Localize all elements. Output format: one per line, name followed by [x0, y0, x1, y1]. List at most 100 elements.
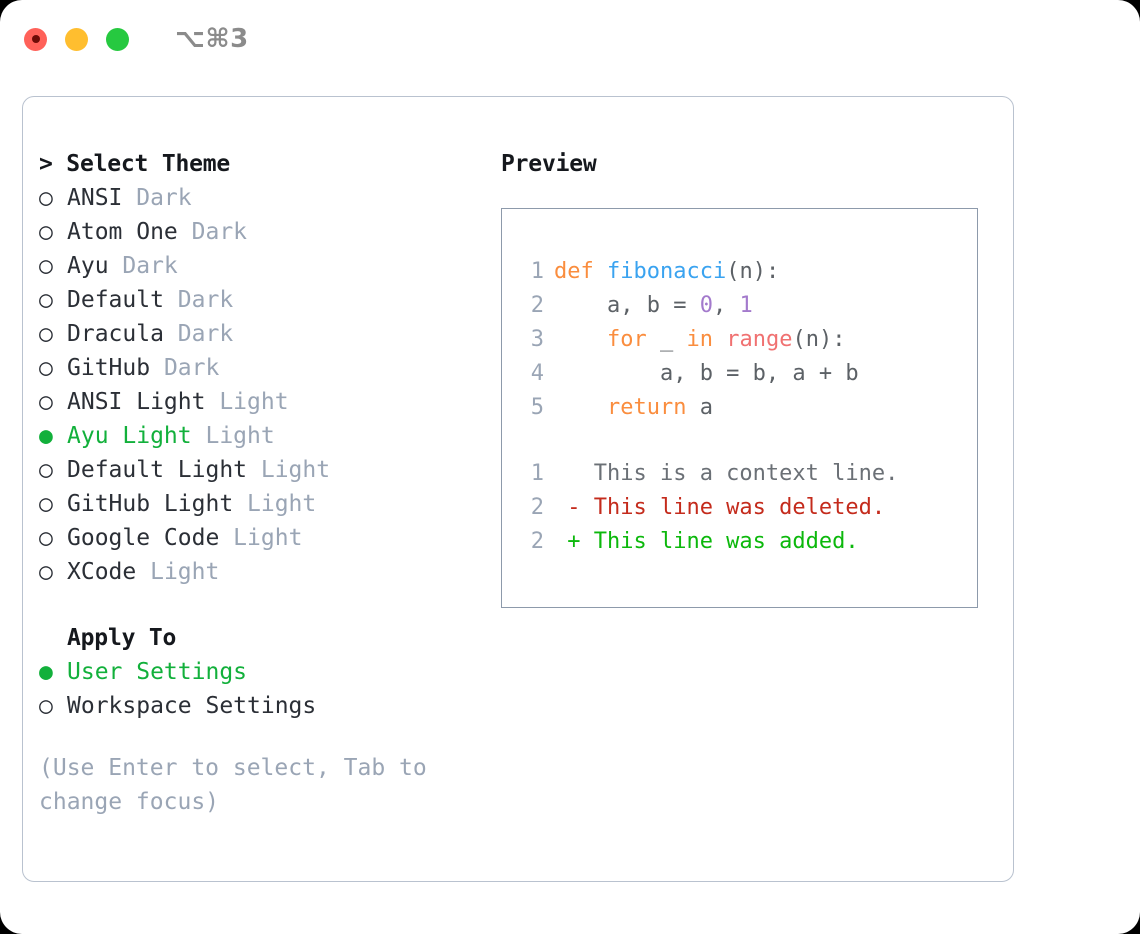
theme-option-label: Dracula: [67, 321, 164, 347]
code-token-number: 0: [699, 293, 713, 318]
theme-option-atom-one[interactable]: ○ Atom One Dark: [39, 215, 479, 249]
code-line: 2 a, b = 0, 1: [520, 289, 977, 323]
maximize-button[interactable]: [106, 27, 129, 51]
theme-option-variant: Dark: [122, 185, 192, 211]
line-number: 2: [530, 495, 544, 520]
theme-picker-dialog: > Select Theme ○ANSI Dark○Atom One Dark○…: [22, 96, 1014, 882]
theme-option-label: Google Code: [67, 525, 220, 551]
diff-line-text: + This line was added.: [554, 529, 859, 554]
code-token-plain: _: [646, 327, 687, 352]
code-token-builtin: range: [726, 327, 793, 352]
radio-unselected-icon: ○: [39, 559, 53, 585]
code-token-keyword: def: [554, 259, 607, 284]
theme-option-default[interactable]: ○Default Dark: [39, 283, 479, 317]
apply-to-option-label: Workspace Settings: [67, 693, 317, 719]
theme-option-label: GitHub: [67, 355, 151, 381]
theme-option-label: GitHub Light: [67, 491, 234, 517]
code-token-number: 1: [739, 293, 753, 318]
theme-option-variant: Light: [219, 525, 303, 551]
theme-option-ayu-light[interactable]: ●Ayu Light Light: [39, 419, 479, 453]
theme-option-label: XCode: [67, 559, 137, 585]
apply-to-option-workspace-settings[interactable]: ○ Workspace Settings: [39, 689, 479, 723]
preview-title: Preview: [501, 151, 597, 177]
code-token-plain: [713, 327, 726, 352]
code-line: 4 a, b = b, a + b: [520, 357, 977, 391]
theme-option-default-light[interactable]: ○Default Light Light: [39, 453, 479, 487]
code-token-plain: [554, 327, 607, 352]
code-token-plain: (n):: [792, 327, 846, 352]
code-token-plain: [554, 395, 607, 420]
close-button[interactable]: [24, 27, 47, 51]
theme-option-label: Atom One: [67, 219, 178, 245]
code-token-keyword: in: [686, 327, 713, 352]
line-number: 2: [530, 529, 544, 554]
diff-line-text: This is a context line.: [554, 461, 899, 486]
apply-to-heading: Apply To: [39, 621, 479, 655]
theme-option-list: ○ANSI Dark○Atom One Dark○Ayu Dark○Defaul…: [39, 181, 479, 589]
theme-option-google-code[interactable]: ○Google Code Light: [39, 521, 479, 555]
line-number: 5: [530, 395, 544, 420]
select-theme-heading: > Select Theme: [39, 151, 231, 177]
code-token-plain: ,: [712, 293, 740, 318]
diff-sample: 1 This is a context line.2 - This line w…: [520, 457, 977, 559]
apply-to-option-user-settings[interactable]: ●User Settings: [39, 655, 479, 689]
theme-option-label: ANSI Light: [67, 389, 206, 415]
radio-unselected-icon: ○: [39, 355, 53, 381]
theme-option-variant: Dark: [108, 253, 178, 279]
radio-selected-icon: ●: [39, 659, 53, 685]
minimize-button[interactable]: [65, 27, 88, 51]
code-token-plain: a, b =: [554, 293, 700, 318]
radio-unselected-icon: ○: [39, 253, 53, 279]
theme-option-variant: Dark: [163, 287, 234, 313]
code-line: 5 return a: [520, 391, 977, 425]
apply-to-option-list: ●User Settings ○ Workspace Settings: [39, 655, 479, 723]
theme-option-label: Default Light: [67, 457, 248, 483]
theme-list-column: > Select Theme ○ANSI Dark○Atom One Dark○…: [39, 147, 479, 819]
radio-unselected-icon: ○: [39, 185, 53, 211]
theme-option-github-light[interactable]: ○ GitHub Light Light: [39, 487, 479, 521]
radio-unselected-icon: ○: [39, 457, 53, 483]
diff-line-deleted: 2 - This line was deleted.: [520, 491, 977, 525]
code-token-keyword: return: [606, 395, 687, 420]
theme-option-label: Ayu: [67, 253, 109, 279]
theme-option-ansi[interactable]: ○ ANSI Dark: [39, 181, 479, 215]
theme-option-variant: Light: [136, 559, 220, 585]
diff-line-text: - This line was deleted.: [554, 495, 886, 520]
theme-option-label: ANSI: [67, 185, 123, 211]
theme-option-variant: Dark: [177, 219, 248, 245]
diff-line-context: 1 This is a context line.: [520, 457, 977, 491]
theme-option-ayu[interactable]: ○ Ayu Dark: [39, 249, 479, 283]
radio-unselected-icon: ○: [39, 389, 53, 415]
line-number: 3: [530, 327, 544, 352]
keyboard-hint-text: (Use Enter to select, Tab to change focu…: [39, 755, 441, 815]
line-number: 2: [530, 293, 544, 318]
code-line: 3 for _ in range(n):: [520, 323, 977, 357]
theme-option-variant: Dark: [150, 355, 220, 381]
theme-option-variant: Light: [205, 389, 289, 415]
theme-option-ansi-light[interactable]: ○ ANSI Light Light: [39, 385, 479, 419]
theme-option-xcode[interactable]: ○ XCode Light: [39, 555, 479, 589]
theme-option-variant: Dark: [163, 321, 234, 347]
theme-option-github[interactable]: ○ GitHub Dark: [39, 351, 479, 385]
diff-line-added: 2 + This line was added.: [520, 525, 977, 559]
radio-selected-icon: ●: [39, 423, 53, 449]
code-token-function: fibonacci: [606, 259, 727, 284]
code-token-keyword: for: [606, 327, 647, 352]
radio-unselected-icon: ○: [39, 693, 53, 719]
theme-option-variant: Light: [233, 491, 317, 517]
theme-option-dracula[interactable]: ○ Dracula Dark: [39, 317, 479, 351]
title-bar: ⌥⌘3: [0, 0, 1140, 78]
radio-unselected-icon: ○: [39, 321, 53, 347]
radio-unselected-icon: ○: [39, 219, 53, 245]
window-controls: [24, 27, 129, 51]
code-token-plain: a, b = b, a + b: [554, 361, 859, 386]
line-number: 1: [530, 461, 544, 486]
theme-option-label: Ayu Light: [67, 423, 192, 449]
code-token-plain: a: [686, 395, 713, 420]
radio-unselected-icon: ○: [39, 491, 53, 517]
